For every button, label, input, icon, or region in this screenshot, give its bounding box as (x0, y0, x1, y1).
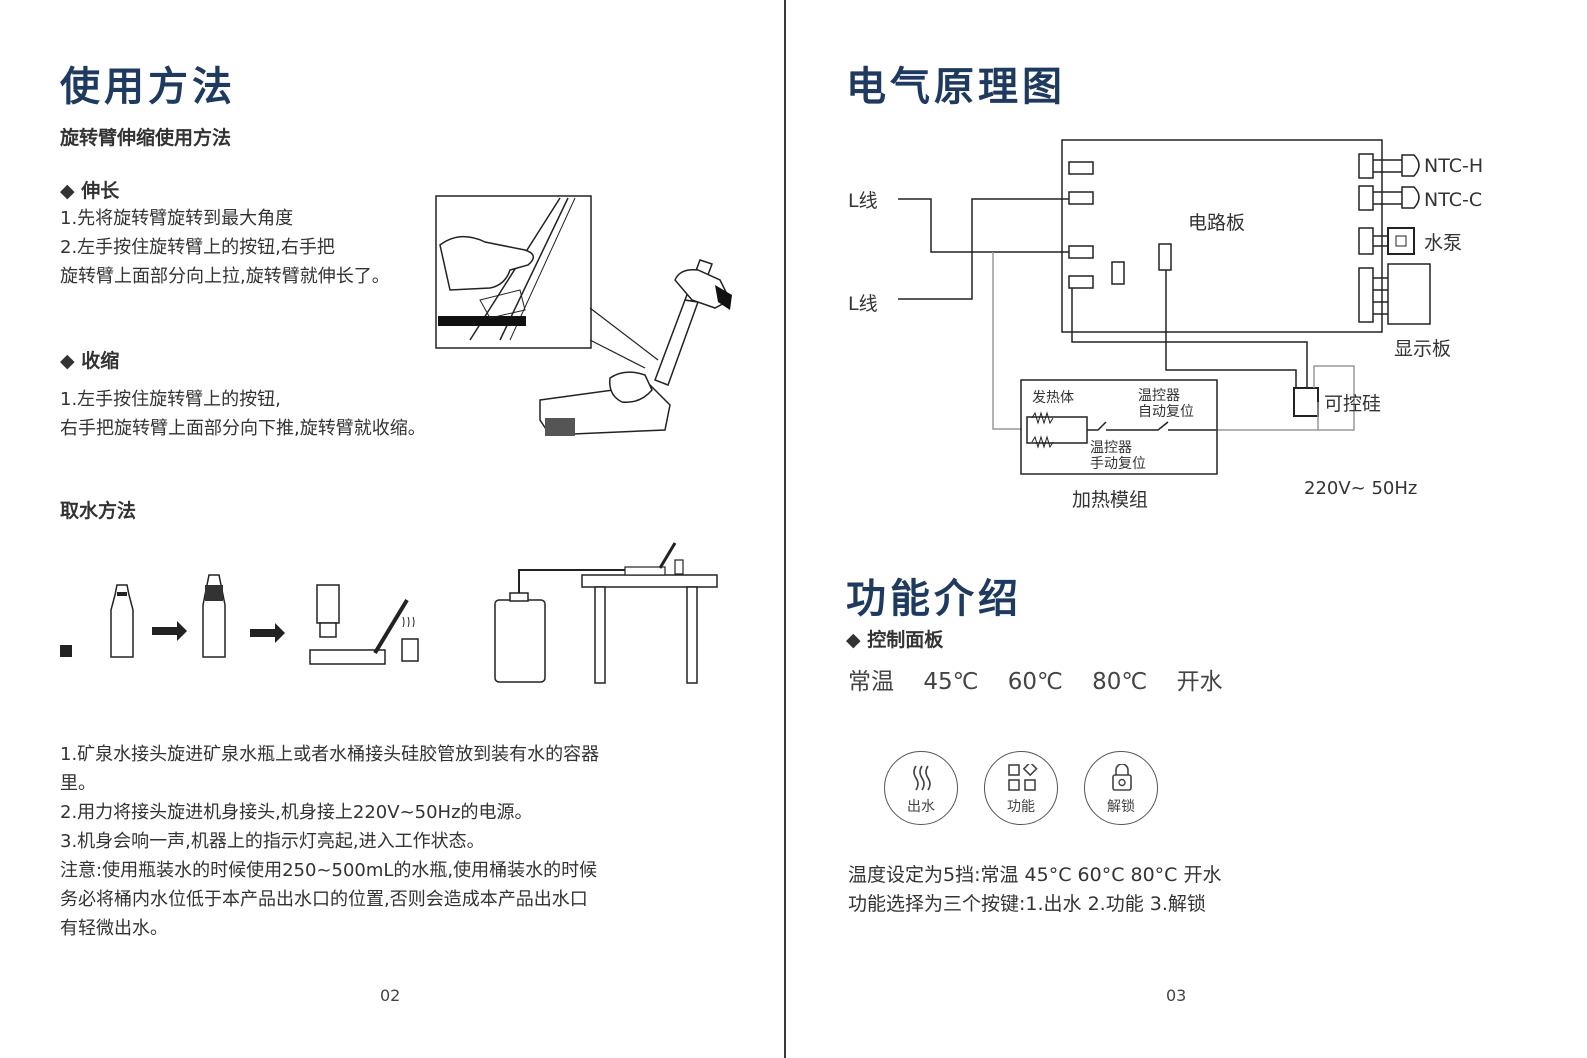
temp-option: 60℃ (1007, 669, 1063, 695)
retract-heading: ◆ 收缩 (60, 350, 120, 372)
note-line: 功能选择为三个按键:1.出水 2.功能 3.解锁 (848, 893, 1206, 915)
page-number: 02 (380, 986, 401, 1005)
temp-option: 开水 (1176, 669, 1223, 695)
water-supply-illustration (60, 542, 718, 684)
function-button[interactable]: 功能 (984, 751, 1058, 825)
note-line: 注意:使用瓶装水的时候使用250~500mL的水瓶,使用桶装水的时候 (60, 860, 598, 881)
rotating-arm-illustration (435, 195, 732, 436)
instruction-line: 1.矿泉水接头旋进矿泉水瓶上或者水桶接头硅胶管放到装有水的容器 (60, 744, 600, 765)
note-line: 温度设定为5挡:常温 45°C 60°C 80°C 开水 (848, 864, 1222, 886)
section-heading-arm: 旋转臂伸缩使用方法 (60, 127, 232, 149)
grid-icon (1008, 764, 1038, 791)
temp-option: 45℃ (923, 669, 979, 695)
thyristor-label: 可控硅 (1324, 393, 1381, 415)
temp-option: 常温 (848, 669, 894, 695)
button-label: 出水 (907, 799, 935, 815)
l-line-label: L线 (848, 190, 878, 212)
pump-label: 水泵 (1424, 232, 1462, 254)
note-line: 务必将桶内水位低于本产品出水口的位置,否则会造成本产品出水口 (60, 889, 588, 910)
note-line: 有轻微出水。 (60, 918, 168, 939)
thermostat-auto-label: 自动复位 (1138, 403, 1194, 420)
power-label: 220V~ 50Hz (1304, 478, 1417, 499)
button-label: 解锁 (1107, 799, 1135, 815)
l-line-label: L线 (848, 293, 878, 315)
temp-option: 80℃ (1092, 669, 1148, 695)
unlock-button[interactable]: 解锁 (1084, 751, 1158, 825)
section-heading-water: 取水方法 (60, 500, 137, 522)
page-title: 电气原理图 (846, 64, 1066, 110)
page-number: 03 (1166, 986, 1187, 1005)
circuit-board-label: 电路板 (1188, 212, 1245, 234)
ntc-h-label: NTC-H (1424, 155, 1483, 177)
function-title: 功能介绍 (846, 576, 1022, 622)
instruction-line: 2.用力将接头旋进机身接头,机身接上220V~50Hz的电源。 (60, 802, 533, 823)
control-panel-heading: ◆ 控制面板 (846, 629, 944, 651)
ntc-c-label: NTC-C (1424, 189, 1482, 211)
extend-line: 1.先将旋转臂旋转到最大角度 (60, 208, 294, 229)
button-label: 功能 (1007, 799, 1035, 815)
heater-label: 发热体 (1032, 390, 1074, 406)
page-title: 使用方法 (60, 64, 236, 110)
retract-line: 1.左手按住旋转臂上的按钮, (60, 389, 281, 410)
thermostat-manual-label: 温控器 (1090, 440, 1132, 456)
lock-icon (1112, 764, 1132, 791)
instruction-line: 3.机身会响一声,机器上的指示灯亮起,进入工作状态。 (60, 831, 485, 852)
display-board-label: 显示板 (1394, 338, 1451, 360)
extend-heading: ◆ 伸长 (60, 180, 120, 202)
steam-icon (913, 765, 931, 791)
wiring-diagram: L线 L线 电路板 NTC-H NTC-C 水泵 显示板 可控硅 加热模组 22… (848, 139, 1483, 511)
extend-line: 旋转臂上面部分向上拉,旋转臂就伸长了。 (60, 266, 390, 287)
thermostat-manual-label: 手动复位 (1090, 455, 1146, 472)
left-page: 使用方法 旋转臂伸缩使用方法 ◆ 伸长 1.先将旋转臂旋转到最大角度 2.左手按… (0, 0, 784, 1058)
retract-line: 右手把旋转臂上面部分向下推,旋转臂就收缩。 (60, 418, 426, 439)
extend-line: 2.左手按住旋转臂上的按钮,右手把 (60, 237, 335, 258)
page-divider (784, 0, 786, 1058)
water-out-button[interactable]: 出水 (884, 751, 958, 825)
instruction-line: 里。 (60, 773, 96, 794)
heating-module-label: 加热模组 (1072, 489, 1148, 511)
thermostat-auto-label: 温控器 (1138, 388, 1180, 404)
right-page: 电气原理图 (786, 0, 1587, 1058)
temperature-options: 常温 45℃ 60℃ 80℃ 开水 (848, 662, 1245, 696)
